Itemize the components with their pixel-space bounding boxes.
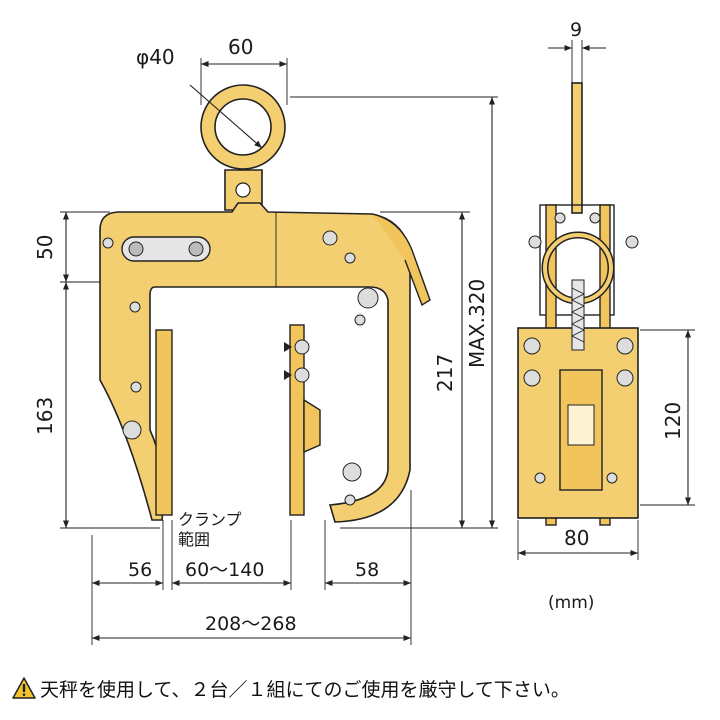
dim-inner-height: 217 — [433, 354, 457, 392]
body-bolts — [102, 230, 379, 506]
dim-ring-width: 60 — [228, 35, 253, 59]
dim-jaw-left: 56 — [128, 559, 152, 581]
dim-side-width: 80 — [564, 526, 589, 550]
warning-triangle-icon — [12, 677, 36, 699]
unit-label: (mm) — [548, 593, 594, 613]
side-dimension-lines — [517, 40, 695, 560]
clamp-range-label-line1: クランプ — [178, 510, 242, 529]
front-view — [99, 84, 431, 523]
front-dimension-lines — [60, 58, 498, 645]
dim-thickness: 9 — [570, 19, 582, 41]
clamp-range-label-line2: 範囲 — [178, 530, 210, 549]
side-view — [517, 82, 639, 526]
lifting-ring — [200, 84, 286, 211]
dim-side-height: 163 — [33, 397, 57, 435]
warning-text: 天秤を使用して、２台／１組にてのご使用を厳守して下さい。 — [40, 678, 570, 701]
dim-total-width: 208～268 — [205, 613, 297, 635]
dim-clamp-range: 60～140 — [185, 559, 264, 581]
dimension-labels: φ40 60 50 163 217 MAX.320 クランプ 範囲 56 60～… — [33, 19, 685, 635]
dim-jaw-right: 58 — [355, 559, 379, 581]
dim-top-height: 50 — [33, 235, 57, 260]
dim-max-height: MAX.320 — [465, 279, 489, 368]
warning-notice: 天秤を使用して、２台／１組にてのご使用を厳守して下さい。 — [12, 673, 712, 703]
dim-side-body-height: 120 — [661, 402, 685, 440]
dim-ring-diameter: φ40 — [136, 45, 175, 69]
